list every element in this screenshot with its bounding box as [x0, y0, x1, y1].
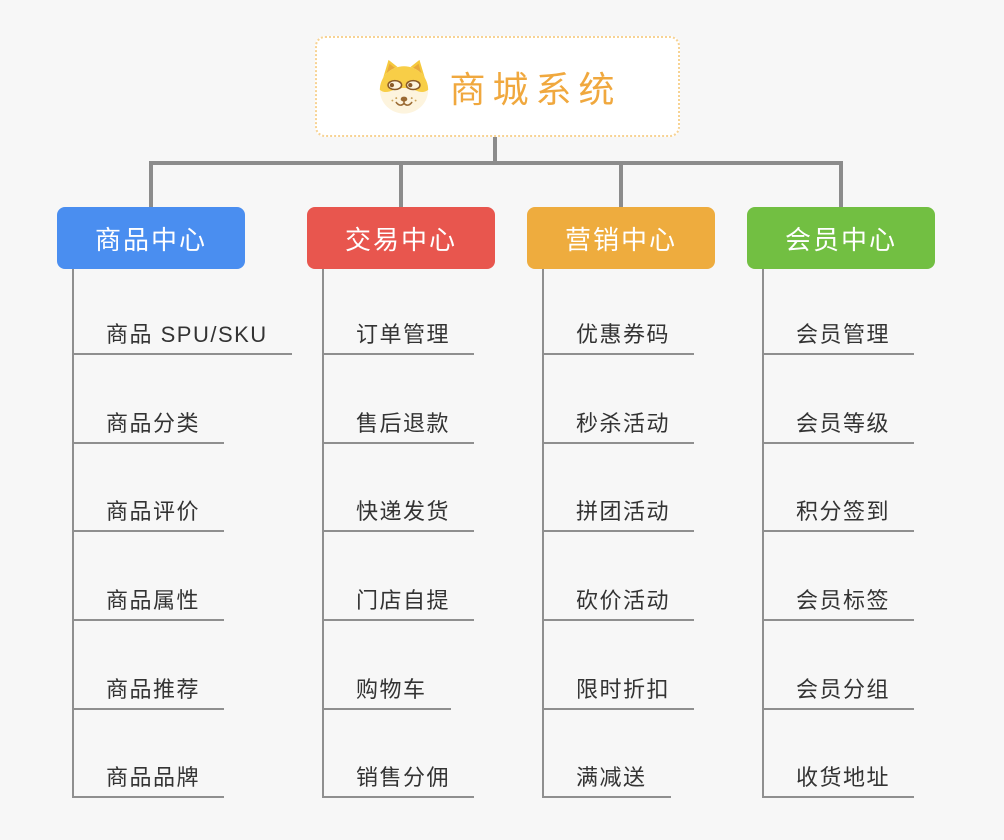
branch-drop-line-4 [839, 161, 843, 209]
leaf-node[interactable]: 会员分组 [762, 670, 915, 710]
doge-dog-face-icon [380, 59, 429, 114]
branch-header-product-center[interactable]: 商品中心 [57, 207, 245, 269]
leaf-node[interactable]: 满减送 [542, 758, 671, 798]
leaf-node[interactable]: 订单管理 [322, 315, 475, 355]
branch-header-label: 会员中心 [784, 224, 897, 255]
branch-trunk-line-member-center [762, 269, 764, 798]
branch-header-member-center[interactable]: 会员中心 [747, 207, 935, 269]
leaf-node[interactable]: 快递发货 [322, 492, 475, 532]
leaf-node[interactable]: 商品属性 [72, 581, 225, 621]
root-node[interactable]: 商城系统 [315, 36, 680, 137]
branch-trunk-line-product-center [72, 269, 74, 798]
branch-drop-line-1 [149, 161, 153, 209]
branch-header-label: 营销中心 [564, 224, 677, 255]
leaf-node[interactable]: 商品评价 [72, 492, 225, 532]
leaf-node[interactable]: 积分签到 [762, 492, 915, 532]
root-stem-line [493, 136, 497, 163]
leaf-node[interactable]: 销售分佣 [322, 758, 475, 798]
leaf-node[interactable]: 优惠券码 [542, 315, 695, 355]
leaf-node[interactable]: 收货地址 [762, 758, 915, 798]
branch-header-trade-center[interactable]: 交易中心 [307, 207, 495, 269]
leaf-node[interactable]: 商品推荐 [72, 670, 225, 710]
leaf-node[interactable]: 商品分类 [72, 404, 225, 444]
branch-header-marketing-center[interactable]: 营销中心 [527, 207, 715, 269]
leaf-node[interactable]: 会员管理 [762, 315, 915, 355]
branch-trunk-line-trade-center [322, 269, 324, 798]
branch-header-label: 交易中心 [344, 224, 457, 255]
leaf-node[interactable]: 拼团活动 [542, 492, 695, 532]
branch-header-label: 商品中心 [94, 224, 207, 255]
leaf-node[interactable]: 秒杀活动 [542, 404, 695, 444]
leaf-node[interactable]: 限时折扣 [542, 670, 695, 710]
branch-drop-line-3 [619, 161, 623, 209]
leaf-node[interactable]: 砍价活动 [542, 581, 695, 621]
leaf-node[interactable]: 商品品牌 [72, 758, 225, 798]
branch-bus-line [149, 161, 843, 165]
branch-trunk-line-marketing-center [542, 269, 544, 798]
leaf-node[interactable]: 会员标签 [762, 581, 915, 621]
branch-drop-line-2 [399, 161, 403, 209]
leaf-node[interactable]: 门店自提 [322, 581, 475, 621]
leaf-node[interactable]: 会员等级 [762, 404, 915, 444]
root-title: 商城系统 [449, 68, 622, 110]
leaf-node[interactable]: 商品 SPU/SKU [72, 315, 292, 355]
leaf-node[interactable]: 售后退款 [322, 404, 475, 444]
leaf-node[interactable]: 购物车 [322, 670, 451, 710]
